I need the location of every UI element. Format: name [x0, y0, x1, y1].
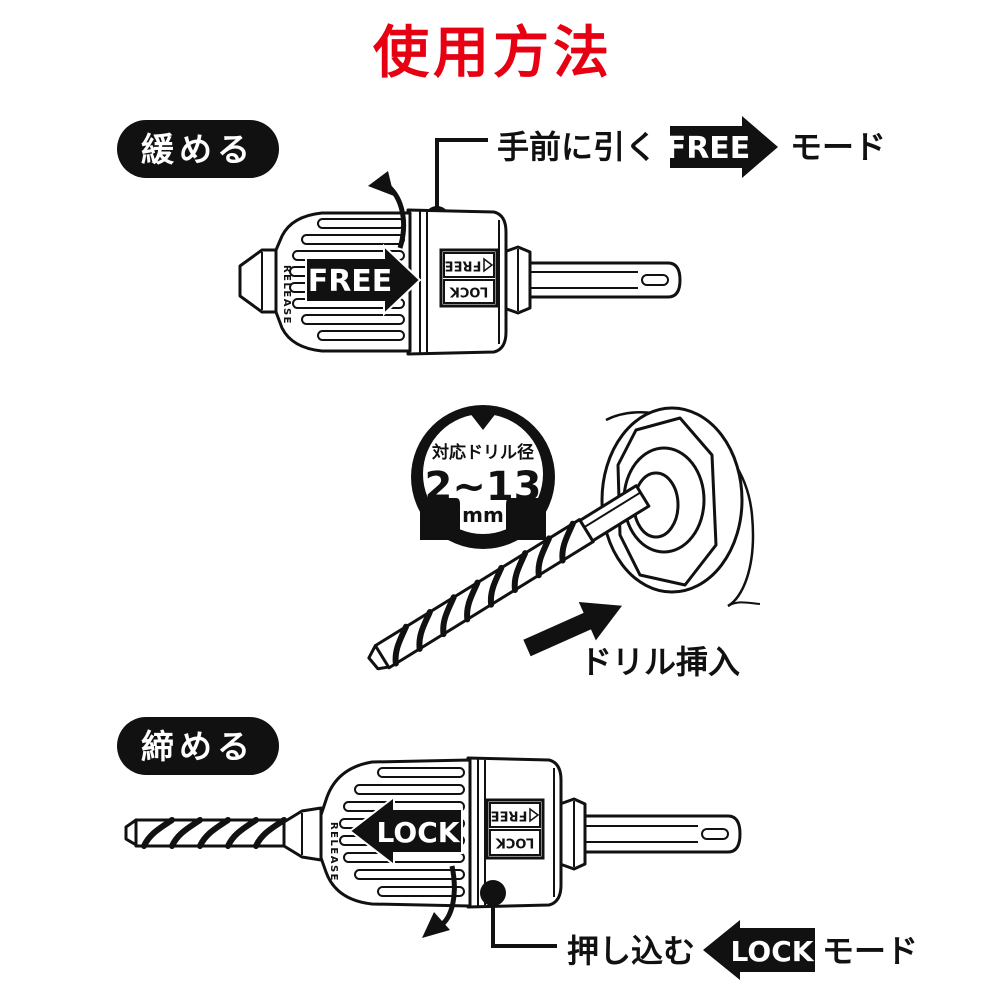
diameter-caption: 対応ドリル径 [431, 442, 534, 463]
tighten-section: 締める [117, 717, 918, 980]
chuck-shank [581, 814, 742, 854]
lock-mode-tag-label: LOCK [731, 935, 815, 968]
push-leader-line [491, 893, 557, 948]
chuck-nose [238, 248, 278, 314]
diameter-unit: mm [462, 503, 504, 527]
chuck-illustration-free: FREE LOCK RELEASE FREE [238, 171, 682, 356]
release-label: RELEASE [328, 822, 339, 882]
lock-direction-label: LOCK [377, 816, 461, 849]
drill-diameter-badge: 対応ドリル径 2~13 mm [411, 405, 555, 549]
lock-mode-word: モード [822, 932, 918, 970]
diameter-range: 2~13 [424, 464, 541, 510]
loosen-section: 緩める 手前に引く FREE モード FREE [117, 116, 886, 356]
lock-mode-arrow-tag [703, 920, 815, 980]
free-mode-word: モード [790, 128, 886, 166]
insert-arrow [523, 601, 623, 657]
free-direction-label: FREE [308, 264, 393, 299]
insert-section: ドリル挿入 対応ドリル径 2~13 mm [367, 405, 761, 681]
chuck-illustration-lock: FREE LOCK RELEASE LOCK [124, 756, 742, 938]
page-title: 使用方法 [373, 21, 613, 86]
tighten-badge [117, 717, 279, 775]
loosen-badge-label: 緩める [141, 130, 255, 169]
chuck-face-closeup [600, 406, 761, 608]
chuck-hex-nut [558, 797, 587, 871]
window-lock-text: LOCK [449, 284, 488, 299]
push-point-marker [480, 880, 506, 906]
lock-direction-arrow [348, 794, 463, 868]
window-lock-text: LOCK [495, 835, 534, 850]
release-label: RELEASE [281, 265, 292, 325]
window-free-text: FREE [445, 258, 482, 273]
free-direction-arrow [305, 243, 422, 317]
loosen-badge [117, 120, 279, 178]
window-free-text: FREE [491, 808, 528, 823]
window-indicator-triangle [483, 257, 494, 273]
free-mode-arrow-tag [670, 116, 778, 178]
rotate-arrow-head [368, 171, 394, 196]
push-instruction: 押し込む [567, 932, 695, 970]
drill-bit [367, 484, 651, 671]
insert-label: ドリル挿入 [580, 643, 740, 681]
free-mode-tag-label: FREE [666, 131, 751, 166]
pull-instruction: 手前に引く [497, 128, 657, 166]
rotate-arrow-head [422, 912, 450, 938]
drill-bit-inserted [124, 817, 298, 849]
pull-leader-line [435, 138, 488, 219]
chuck-shank [526, 261, 682, 299]
tighten-badge-label: 締める [141, 727, 255, 766]
window-indicator-triangle [529, 807, 540, 823]
